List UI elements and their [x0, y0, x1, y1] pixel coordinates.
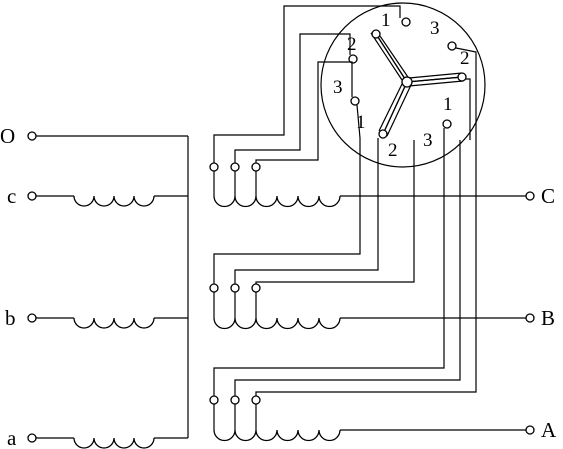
primary-coil-a [73, 437, 155, 449]
num-lower-right-1: 1 [443, 94, 453, 115]
secondary-coil-C [213, 195, 341, 208]
contact-right-3 [447, 41, 457, 51]
label-B: B [541, 306, 555, 330]
tap-C-1 [209, 162, 219, 172]
tap-switch: 1 2 3 2 3 1 2 3 1 [320, 2, 486, 168]
primary-coil-c [73, 195, 155, 207]
wire-A2 [234, 140, 461, 396]
num-lower-3: 3 [423, 130, 433, 151]
wire-A1 [213, 128, 445, 396]
secondary-winding-B [209, 283, 526, 330]
terminal-O [27, 131, 37, 141]
num-lower-2: 2 [388, 140, 398, 161]
tap-B-3 [251, 283, 261, 293]
tap-A-3 [251, 395, 261, 405]
secondary-coil-A [213, 429, 341, 442]
terminal-b [27, 313, 37, 323]
terminal-c [27, 191, 37, 201]
num-right-2: 2 [460, 48, 470, 69]
rotor-arm-upper-outline [370, 32, 413, 84]
wire-C1 [213, 5, 401, 163]
terminal-a [27, 433, 37, 443]
contact-top-3 [401, 17, 411, 27]
rotor-arm-lower-outline [378, 81, 412, 137]
contact-upper-1 [371, 29, 381, 39]
wire-C2 [234, 33, 351, 163]
contact-lower-2 [378, 129, 388, 139]
tap-A-1 [209, 395, 219, 405]
label-b: b [5, 306, 16, 330]
tap-B-2 [230, 283, 240, 293]
contact-left-3 [350, 96, 360, 106]
num-left-2: 2 [347, 34, 357, 55]
num-top-3: 3 [430, 18, 440, 39]
tap-A-2 [230, 395, 240, 405]
terminal-B [525, 313, 535, 323]
num-left-1: 1 [356, 112, 366, 133]
label-O: O [0, 124, 15, 148]
label-C: C [541, 184, 555, 208]
num-left-3: 3 [333, 77, 343, 98]
tap-switch-housing [320, 2, 486, 168]
wire-A3 [255, 47, 477, 396]
secondary-winding-A [209, 395, 526, 442]
secondary-terminals: C B A [525, 184, 557, 442]
num-upper-1: 1 [381, 10, 391, 31]
tap-C-3 [251, 162, 261, 172]
wire-B1 [213, 104, 361, 284]
label-A: A [541, 418, 557, 442]
terminal-A [525, 425, 535, 435]
primary-coil-b [73, 317, 155, 329]
tap-B-1 [209, 283, 219, 293]
contact-lower-right-1 [442, 119, 452, 129]
wire-B2 [234, 138, 379, 284]
primary-winding-group: O c b a [0, 124, 189, 449]
wire-C3 [255, 61, 353, 163]
contact-right-2 [457, 72, 467, 82]
wire-B3 [255, 140, 415, 284]
secondary-coil-B [213, 317, 341, 330]
contact-left-2 [348, 54, 358, 64]
terminal-C [525, 191, 535, 201]
label-a: a [7, 426, 17, 449]
secondary-winding-C [209, 162, 526, 208]
tap-C-2 [230, 162, 240, 172]
tap-connection-wires [213, 5, 477, 396]
wire-contact-right-2 [466, 78, 471, 140]
label-c: c [7, 184, 16, 208]
rotor-arm-right-outline [406, 72, 464, 87]
rotor-hub [401, 76, 413, 88]
